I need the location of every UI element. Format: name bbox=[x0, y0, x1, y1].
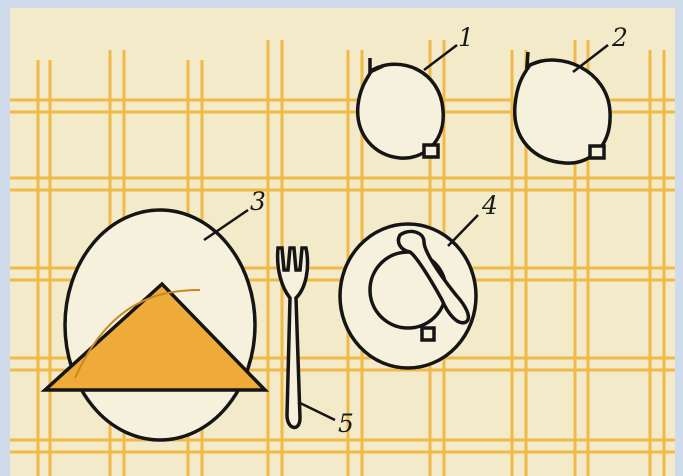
label-2: 2 bbox=[611, 23, 628, 52]
label-5: 5 bbox=[338, 409, 354, 438]
label-3: 3 bbox=[250, 187, 266, 216]
cup-on-saucer bbox=[340, 224, 476, 368]
label-4: 4 bbox=[481, 191, 498, 220]
label-1: 1 bbox=[458, 23, 474, 52]
